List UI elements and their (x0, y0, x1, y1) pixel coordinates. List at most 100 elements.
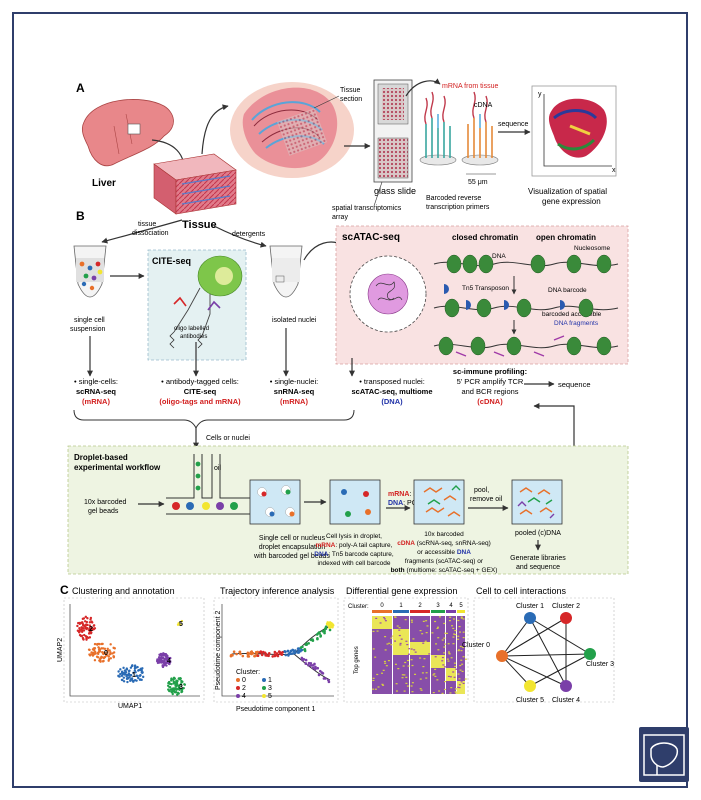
network-edge (501, 651, 591, 657)
network-label-5: Cluster 5 (516, 697, 544, 704)
heat-cell (446, 642, 456, 655)
axis-y: y (538, 91, 542, 98)
network-node-4 (560, 680, 572, 692)
heat-speck (454, 629, 457, 632)
heat-cell (431, 668, 445, 681)
trajectory-point (304, 643, 308, 646)
umap-point (125, 673, 128, 677)
out-cdna: cDNA (397, 540, 415, 547)
trajectory-point (247, 655, 251, 658)
umap-point (93, 642, 97, 646)
umap-point (177, 684, 180, 687)
umap-point (97, 652, 100, 656)
legend-label-3: 3 (268, 685, 272, 692)
heat-speck (414, 651, 417, 653)
trajectory-point (275, 652, 279, 655)
lysis-line3: : Tn5 barcode capture, (328, 551, 393, 558)
umap-point (141, 671, 144, 674)
heat-speck (447, 660, 450, 662)
heat-speck (448, 620, 451, 622)
umap-point (78, 631, 81, 634)
trajectory-point (318, 669, 322, 673)
single-cell-label-2: suspension (70, 326, 106, 333)
heat-speck (452, 671, 455, 673)
umap-point (132, 671, 135, 674)
umap-point (101, 651, 104, 654)
umap-point (131, 664, 134, 667)
umap-point (120, 674, 124, 678)
dissociation-label-2: dissociation (132, 230, 169, 237)
heat-speck (444, 681, 447, 683)
heat-speck (447, 675, 450, 678)
umap-point (102, 647, 105, 650)
heat-speck (376, 673, 379, 676)
heat-speck (457, 649, 460, 651)
trajectory-point (294, 649, 297, 652)
trajectory-point (319, 635, 322, 638)
immune-line3: and BCR regions (461, 387, 518, 396)
network-label-4: Cluster 4 (552, 697, 580, 704)
col1-line3: (mRNA) (82, 397, 110, 406)
umap-point (88, 624, 92, 627)
heat-header-bar-3 (431, 610, 445, 613)
heat-header-bar-5 (457, 610, 465, 613)
heat-speck (460, 617, 463, 619)
trajectory-point (256, 654, 260, 657)
umap-point (109, 651, 112, 654)
heat-speck (382, 669, 385, 671)
closed-chromatin-label: closed chromatin (452, 233, 518, 242)
arrow-slide-primers (405, 78, 441, 97)
heat-speck (384, 662, 387, 664)
col1-line2: scRNA-seq (76, 387, 116, 396)
umap-point (106, 651, 109, 654)
umap-point (129, 679, 132, 682)
heat-speck (421, 633, 424, 635)
heat-speck (458, 684, 461, 686)
panel-b: B tissue dissociation detergents single … (67, 209, 629, 575)
trajectory-point (311, 666, 315, 670)
heat-cell (410, 681, 430, 694)
nuclei-tube (269, 245, 303, 298)
umap-point (102, 659, 105, 663)
nucleosome-label: Nucleosome (574, 245, 611, 252)
lysis-dna: DNA (314, 551, 328, 558)
heat-speck (459, 664, 462, 667)
heat-speck (402, 665, 405, 667)
umap-point (98, 642, 101, 646)
mrna-from-tissue-label: mRNA from tissue (442, 83, 499, 90)
droplet-title-1: Droplet-based (74, 453, 128, 462)
heat-cell (393, 668, 409, 681)
trajectory-point (323, 631, 326, 635)
legend-label-1: 1 (268, 677, 272, 684)
umap-point (107, 658, 111, 661)
umap-point (158, 661, 161, 664)
umap-point (163, 658, 166, 662)
umap-point (91, 621, 94, 624)
trajectory-point (317, 673, 321, 677)
trajectory-point (307, 664, 310, 667)
tissue-section-pointer (313, 95, 340, 109)
umap-point (101, 656, 105, 659)
cluster-legend-title: Cluster: (236, 669, 260, 676)
heat-speck (443, 652, 446, 654)
heat-speck (411, 664, 414, 667)
heat-speck (436, 626, 439, 628)
umap-point (91, 628, 94, 631)
trajectory-point (273, 653, 277, 656)
dna-pcr-a: DNA (388, 500, 403, 507)
heat-header-bar-0 (372, 610, 392, 613)
heat-speck (436, 627, 439, 630)
trajectory-point (309, 661, 313, 665)
umap-point (173, 677, 177, 680)
out-line4: fragments (scATAC-seq) or (405, 558, 484, 565)
detergents-label: detergents (232, 231, 266, 238)
clustering-title: Clustering and annotation (72, 586, 175, 596)
trajectory-point (307, 661, 311, 665)
barcoded-fragments-label-2: DNA fragments (554, 320, 599, 327)
heat-cell (372, 668, 392, 681)
col3-line1: • single-nuclei: (270, 377, 318, 386)
heat-header-label-0: 0 (380, 603, 384, 609)
network-edge (529, 653, 591, 687)
umap-point (158, 653, 161, 656)
